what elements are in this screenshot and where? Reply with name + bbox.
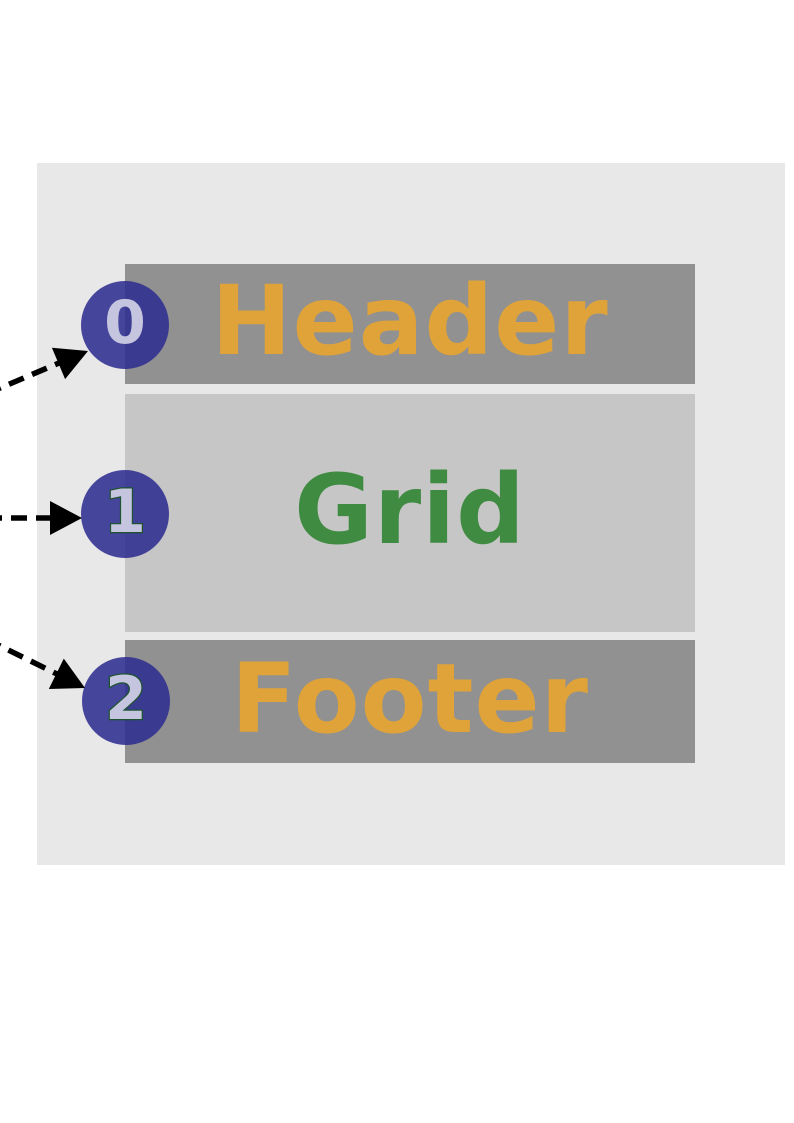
grid-section-label: Grid: [294, 454, 526, 566]
annotation-badge-0: 0: [81, 281, 169, 369]
annotation-badge-1-number: 1: [103, 477, 147, 547]
annotation-badge-2: 2: [82, 657, 170, 745]
annotation-badge-1: 1: [81, 470, 169, 558]
page-layout-container: Header Grid Footer: [37, 163, 785, 865]
annotation-badge-0-number: 0: [104, 288, 146, 358]
footer-section-label: Footer: [231, 642, 589, 755]
annotation-badge-2-number: 2: [104, 664, 148, 734]
footer-section: Footer: [125, 640, 695, 763]
header-section: Header: [125, 264, 695, 384]
grid-section: Grid: [125, 394, 695, 632]
header-section-label: Header: [211, 265, 609, 377]
